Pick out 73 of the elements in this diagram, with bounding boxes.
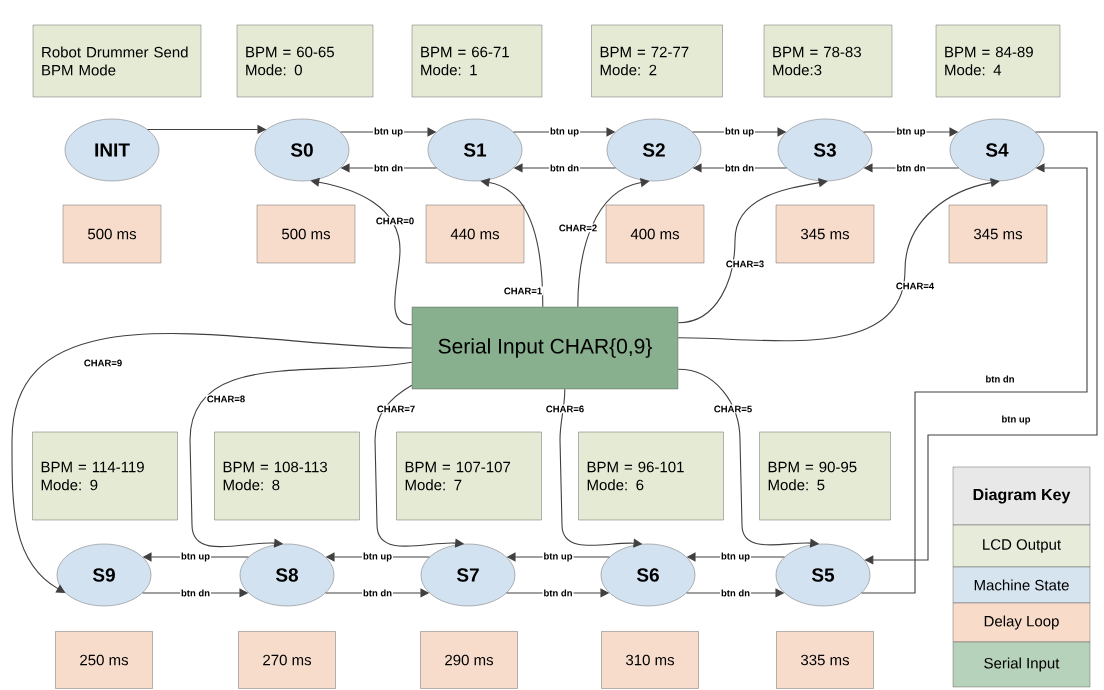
arrow (677, 178, 1000, 342)
state-oval: S7 (420, 543, 516, 607)
edge-label: CHAR=3 (724, 259, 766, 269)
delay-box: 500 ms (256, 204, 356, 264)
legend-item: Serial Input (952, 641, 1091, 688)
edge-label: CHAR=5 (712, 404, 754, 414)
lcd-output-box: BPM = 114-119 Mode: 9 (32, 431, 178, 521)
edge-label: btn up (373, 126, 404, 138)
edge-label: btn dn (984, 374, 1016, 384)
edge-label: CHAR=9 (82, 358, 124, 368)
lcd-output-box: BPM = 78-83 Mode:3 (763, 24, 893, 98)
edge-label: CHAR=2 (557, 223, 599, 233)
edge-label: btn up (180, 551, 211, 563)
delay-box: 500 ms (62, 204, 162, 264)
edge-label: btn up (362, 551, 393, 563)
delay-box: 335 ms (776, 631, 874, 689)
edge-label: btn dn (895, 163, 927, 173)
state-oval: INIT (64, 118, 160, 182)
edge-label: btn up (542, 551, 574, 563)
serial-input-box: Serial Input CHAR{0,9} (411, 306, 679, 390)
lcd-output-box: BPM = 107-107 Mode: 7 (396, 431, 542, 521)
legend-item: LCD Output (952, 524, 1091, 568)
state-oval: S9 (56, 543, 152, 607)
state-oval: S5 (775, 543, 871, 607)
lcd-output-box: BPM = 96-101 Mode: 6 (578, 431, 724, 521)
edge-label: btn up (549, 126, 580, 138)
edge-label: btn dn (362, 588, 393, 598)
lcd-output-box: Robot Drummer Send BPM Mode (32, 24, 202, 98)
edge-label: btn dn (542, 588, 574, 598)
state-oval: S3 (777, 118, 873, 182)
edge-label: btn dn (720, 588, 751, 598)
edge-label: CHAR=0 (374, 216, 416, 226)
delay-box: 310 ms (601, 631, 699, 689)
legend-title: Diagram Key (952, 466, 1091, 526)
lcd-output-box: BPM = 84-89 Mode: 4 (935, 24, 1061, 98)
edge-label: btn up (1000, 414, 1032, 426)
edge-label: CHAR=7 (375, 404, 417, 414)
state-oval: S4 (949, 118, 1045, 182)
arrow (189, 361, 413, 548)
state-oval: S8 (239, 543, 335, 607)
edge-label: btn dn (724, 163, 755, 173)
arrow (677, 178, 828, 324)
lcd-output-box: BPM = 60-65 Mode: 0 (236, 24, 374, 98)
lcd-output-box: BPM = 108-113 Mode: 8 (214, 431, 360, 521)
state-oval: S2 (606, 118, 702, 182)
lcd-output-box: BPM = 90-95 Mode: 5 (759, 431, 891, 521)
lcd-output-box: BPM = 72-77 Mode: 2 (591, 24, 723, 98)
edge-label: CHAR=4 (894, 281, 936, 291)
edge-label: btn up (895, 126, 927, 138)
delay-box: 290 ms (420, 631, 518, 689)
legend-item: Machine State (952, 566, 1091, 604)
delay-box: 345 ms (775, 204, 875, 264)
edge-label: btn up (724, 126, 755, 138)
delay-box: 440 ms (425, 204, 525, 264)
lcd-output-box: BPM = 66-71 Mode: 1 (411, 24, 543, 98)
delay-box: 345 ms (948, 204, 1048, 264)
delay-box: 250 ms (55, 631, 153, 689)
state-oval: S0 (254, 118, 350, 182)
edge-label: btn dn (373, 163, 404, 173)
edge-label: btn dn (549, 163, 580, 173)
delay-box: 270 ms (238, 631, 336, 689)
edge-label: btn up (720, 551, 751, 563)
legend-item: Delay Loop (952, 602, 1091, 643)
delay-box: 400 ms (605, 204, 705, 264)
edge-label: CHAR=1 (502, 286, 544, 296)
state-oval: S6 (600, 543, 696, 607)
edge-label: CHAR=8 (205, 394, 247, 404)
arrow (11, 333, 413, 593)
arrow (861, 163, 1088, 594)
arrow (310, 177, 413, 326)
edge-label: CHAR=6 (544, 404, 586, 414)
state-oval: S1 (427, 118, 523, 182)
edge-label: btn dn (180, 588, 211, 598)
